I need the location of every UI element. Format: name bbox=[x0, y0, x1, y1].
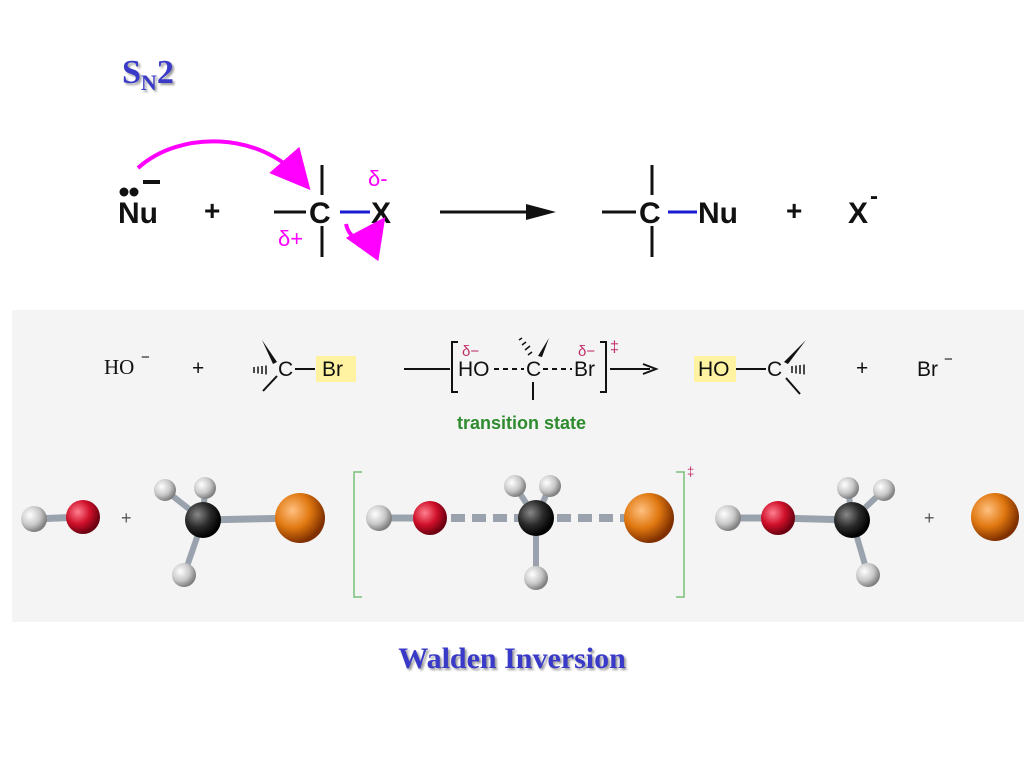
wedge-bond bbox=[262, 340, 277, 364]
page-title: SN2 bbox=[122, 54, 174, 95]
plus-sign: + bbox=[856, 357, 868, 380]
bromine-highlight bbox=[316, 356, 356, 382]
lone-pair-dot bbox=[129, 187, 139, 197]
leaving-group: X bbox=[371, 197, 391, 230]
bromomethane-model bbox=[154, 477, 325, 587]
leaving-arrow bbox=[344, 216, 386, 262]
ts-bromine: Br bbox=[574, 358, 595, 381]
leaving-ion-charge: - bbox=[870, 183, 878, 210]
bromide: Br bbox=[917, 358, 938, 381]
bromine-atom: Br bbox=[322, 358, 343, 381]
ts-bracket-left bbox=[451, 341, 458, 393]
reaction-arrowhead bbox=[642, 363, 659, 375]
bromide-charge: − bbox=[944, 351, 953, 368]
product-carbon: C bbox=[767, 358, 782, 381]
bond bbox=[262, 375, 278, 392]
product-carbon: C bbox=[639, 197, 661, 230]
plus-sign: + bbox=[924, 508, 935, 528]
ts-bracket-right bbox=[600, 341, 607, 393]
transition-state-label: transition state bbox=[457, 413, 586, 433]
ts-carbon: C bbox=[526, 358, 541, 381]
caption: Walden Inversion bbox=[398, 642, 626, 675]
hash-bond bbox=[518, 337, 533, 356]
hash-bond bbox=[791, 364, 805, 375]
plus-sign: + bbox=[192, 357, 204, 380]
ts-delta-minus: δ− bbox=[462, 343, 479, 360]
hydroxide-charge: − bbox=[141, 349, 150, 366]
product-hydroxyl: HO bbox=[698, 358, 730, 381]
wedge-bond bbox=[784, 340, 806, 364]
nucleophile: Nu bbox=[118, 197, 158, 230]
ts-bracket-left bbox=[353, 471, 362, 598]
specific-reaction: HO − + C Br ‡ δ− δ− HO C Br transition s… bbox=[104, 337, 953, 433]
ball-and-stick-models: + ‡ bbox=[21, 464, 1019, 598]
transition-state-model bbox=[366, 475, 674, 590]
plus-sign: + bbox=[786, 195, 802, 226]
lone-pair-dot bbox=[119, 187, 129, 197]
delta-plus: δ+ bbox=[278, 226, 303, 251]
ts-dagger: ‡ bbox=[610, 339, 619, 356]
general-mechanism: Nu + C X δ- δ+ C Nu + X - bbox=[118, 139, 878, 262]
ts-hydroxyl: HO bbox=[458, 358, 490, 381]
reaction-arrowhead bbox=[526, 204, 556, 220]
plus-sign: + bbox=[204, 195, 220, 226]
hydroxide-model bbox=[21, 500, 100, 534]
carbon-atom: C bbox=[309, 197, 331, 230]
ts-bracket-right bbox=[676, 471, 685, 598]
ts-dagger: ‡ bbox=[687, 464, 694, 479]
delta-minus: δ- bbox=[368, 166, 388, 191]
ts-delta-minus: δ− bbox=[578, 343, 595, 360]
hash-bond bbox=[253, 365, 267, 375]
attack-arrow bbox=[136, 139, 311, 191]
carbon-atom: C bbox=[278, 358, 293, 381]
plus-sign: + bbox=[121, 508, 132, 528]
leaving-ion: X bbox=[848, 197, 868, 230]
methanol-model bbox=[715, 477, 895, 587]
bromide-model bbox=[971, 493, 1019, 541]
product-nucleophile: Nu bbox=[698, 197, 738, 230]
hydroxyl-highlight bbox=[694, 356, 736, 382]
wedge-bond bbox=[538, 338, 549, 357]
hydroxide: HO bbox=[104, 355, 134, 379]
bond bbox=[785, 377, 801, 395]
